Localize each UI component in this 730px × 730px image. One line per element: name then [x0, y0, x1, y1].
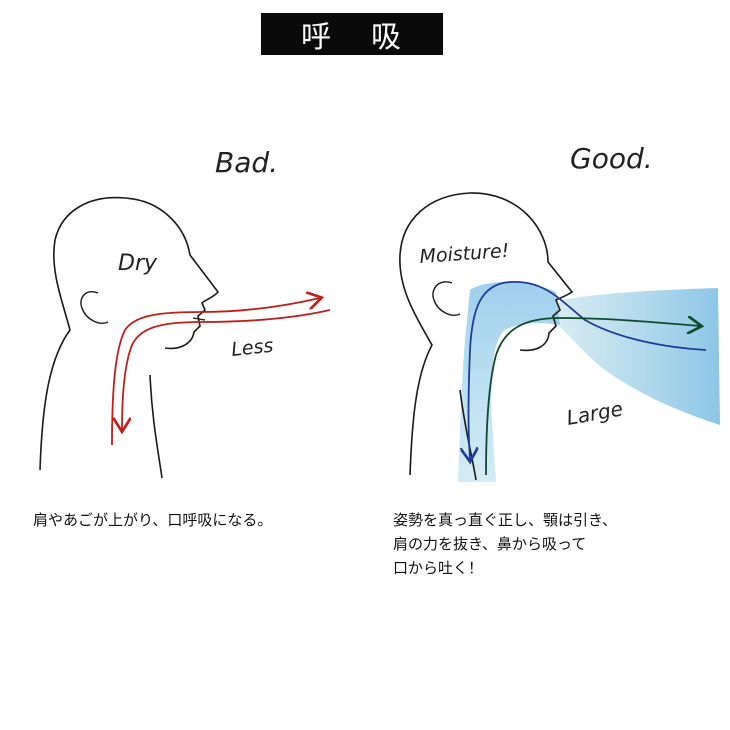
good-airflow-arrows: [469, 281, 707, 476]
good-caption: 姿勢を真っ直ぐ正し、顎は引き、 肩の力を抜き、鼻から吸って 口から吐く！: [393, 508, 617, 580]
label-large: Large: [565, 396, 625, 429]
bad-caption: 肩やあごが上がり、口呼吸になる。: [33, 511, 273, 529]
page-title: 呼 吸: [261, 13, 443, 55]
good-caption-line-2: 肩の力を抜き、鼻から吸って: [393, 535, 587, 553]
good-mist: [458, 281, 720, 482]
label-moisture: Moisture!: [419, 240, 510, 268]
title-char-2: 吸: [371, 20, 403, 55]
label-dry: Dry: [118, 251, 158, 276]
good-caption-line-3: 口から吐く！: [393, 559, 484, 577]
good-caption-line-1: 姿勢を真っ直ぐ正し、顎は引き、: [393, 511, 617, 529]
good-heading: Good.: [570, 142, 653, 175]
label-less: Less: [230, 335, 274, 361]
bad-airflow-arrows: [111, 298, 331, 446]
title-char-1: 呼: [301, 20, 333, 55]
bad-heading: Bad.: [215, 146, 278, 179]
bad-head-figure: [39, 196, 220, 479]
